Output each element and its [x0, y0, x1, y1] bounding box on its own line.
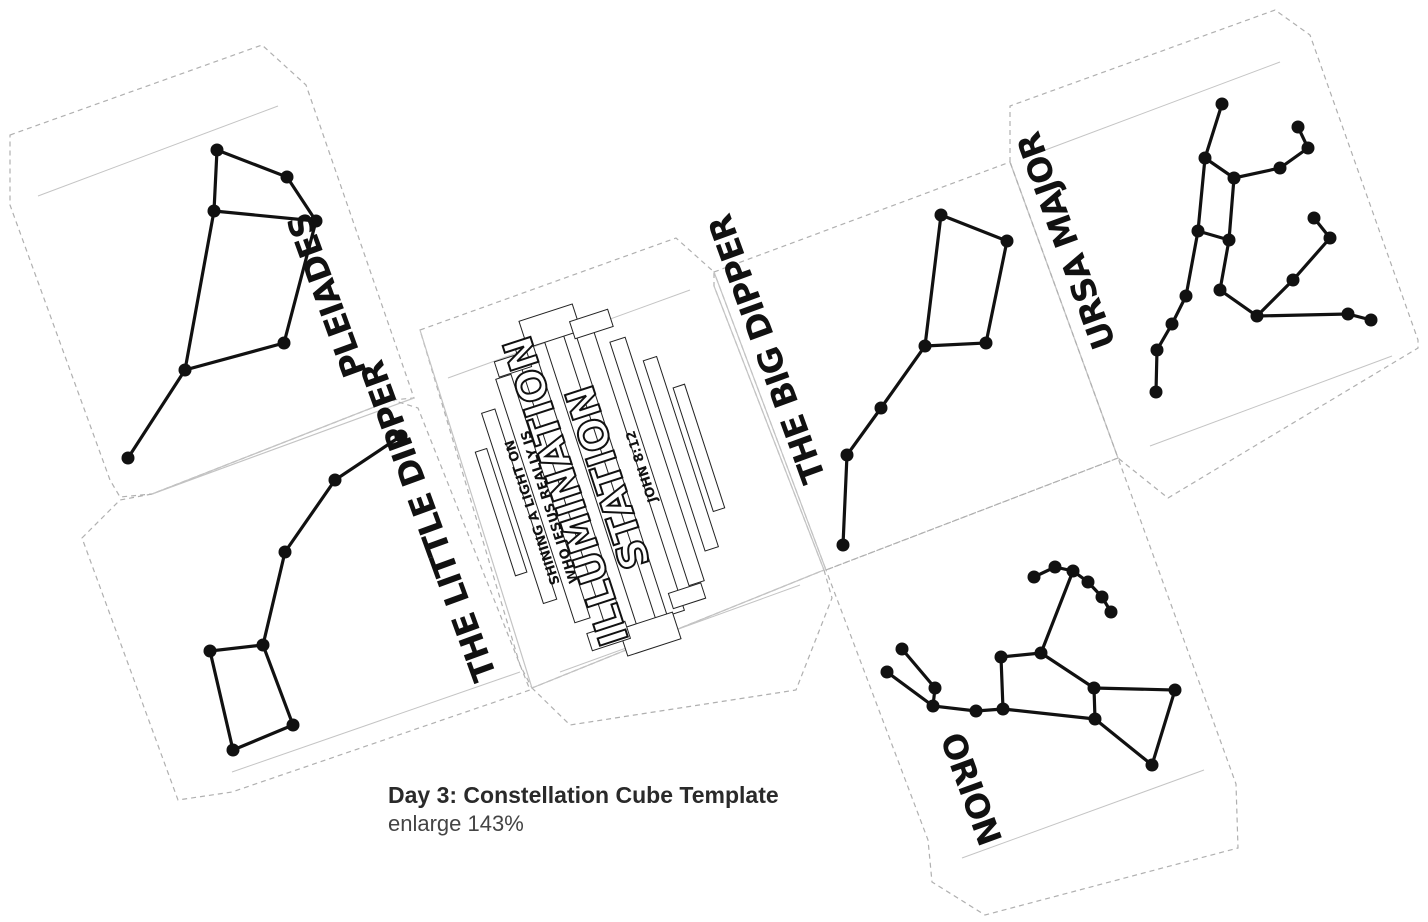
caption-subtitle: enlarge 143% — [388, 811, 524, 836]
big-dipper-constellation — [836, 208, 1014, 552]
ursa-major-constellation — [1149, 97, 1378, 399]
illumination-station-logo: ILLUMINATION STATION JOHN 8:12 SHINING A… — [474, 303, 726, 657]
orion-label: ORION — [932, 727, 1008, 850]
logo-burst — [474, 303, 726, 657]
little-dipper-label: THE LITTLE DIPPER — [352, 356, 504, 687]
caption-title: Day 3: Constellation Cube Template — [388, 782, 779, 808]
pleiades-label: PLEIADES — [279, 208, 374, 382]
little-dipper-constellation — [203, 429, 408, 757]
face-orion: ORION — [825, 457, 1239, 916]
face-ursa-major: URSA MAJOR — [1009, 9, 1419, 499]
pleiades-constellation — [121, 143, 323, 465]
caption: Day 3: Constellation Cube Template enlar… — [388, 782, 779, 837]
big-dipper-label: THE BIG DIPPER — [700, 210, 833, 489]
face-pleiades: PLEIADES — [9, 44, 415, 498]
face-center: ILLUMINATION STATION JOHN 8:12 SHINING A… — [419, 237, 833, 726]
orion-constellation — [880, 560, 1182, 772]
ursa-major-label: URSA MAJOR — [1009, 127, 1124, 354]
